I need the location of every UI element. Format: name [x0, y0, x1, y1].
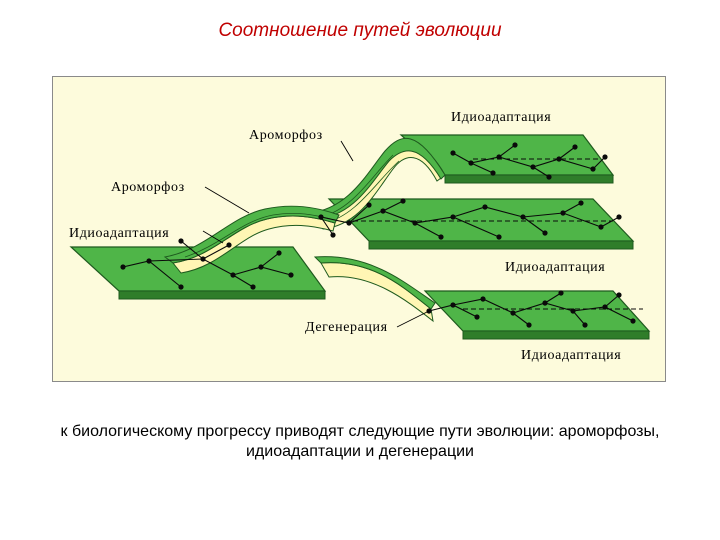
- top-plane: [399, 134, 615, 184]
- lower-aromorphosis-ramp: [163, 205, 340, 274]
- diagram-canvas: Идиоадаптация Ароморфоз Ароморфоз Идиоад…: [69, 110, 651, 363]
- caption-line-1: к биологическому прогрессу приводят след…: [60, 423, 660, 440]
- leader-lines: [202, 140, 430, 328]
- slide-caption: к биологическому прогрессу приводят след…: [10, 422, 710, 462]
- label-idioadaptation-bottom: Идиоадаптация: [521, 348, 621, 363]
- left-plane: [69, 246, 327, 300]
- label-idioadaptation-middle: Идиоадаптация: [505, 260, 605, 275]
- label-aromorphosis-lower: Ароморфоз: [111, 180, 185, 195]
- bottom-plane: [423, 290, 651, 340]
- label-idioadaptation-left: Идиоадаптация: [69, 226, 169, 241]
- evolution-paths-diagram: Идиоадаптация Ароморфоз Ароморфоз Идиоад…: [52, 76, 666, 382]
- slide-title: Соотношение путей эволюции: [218, 20, 502, 41]
- degeneration-ramp: [313, 256, 436, 323]
- label-idioadaptation-top: Идиоадаптация: [451, 110, 551, 125]
- middle-plane: [327, 198, 635, 250]
- label-degeneration: Дегенерация: [305, 320, 388, 335]
- phylogeny-nodes: [120, 142, 636, 328]
- caption-line-2: идиоадаптации и дегенерации: [245, 443, 474, 460]
- label-aromorphosis-upper: Ароморфоз: [249, 128, 323, 143]
